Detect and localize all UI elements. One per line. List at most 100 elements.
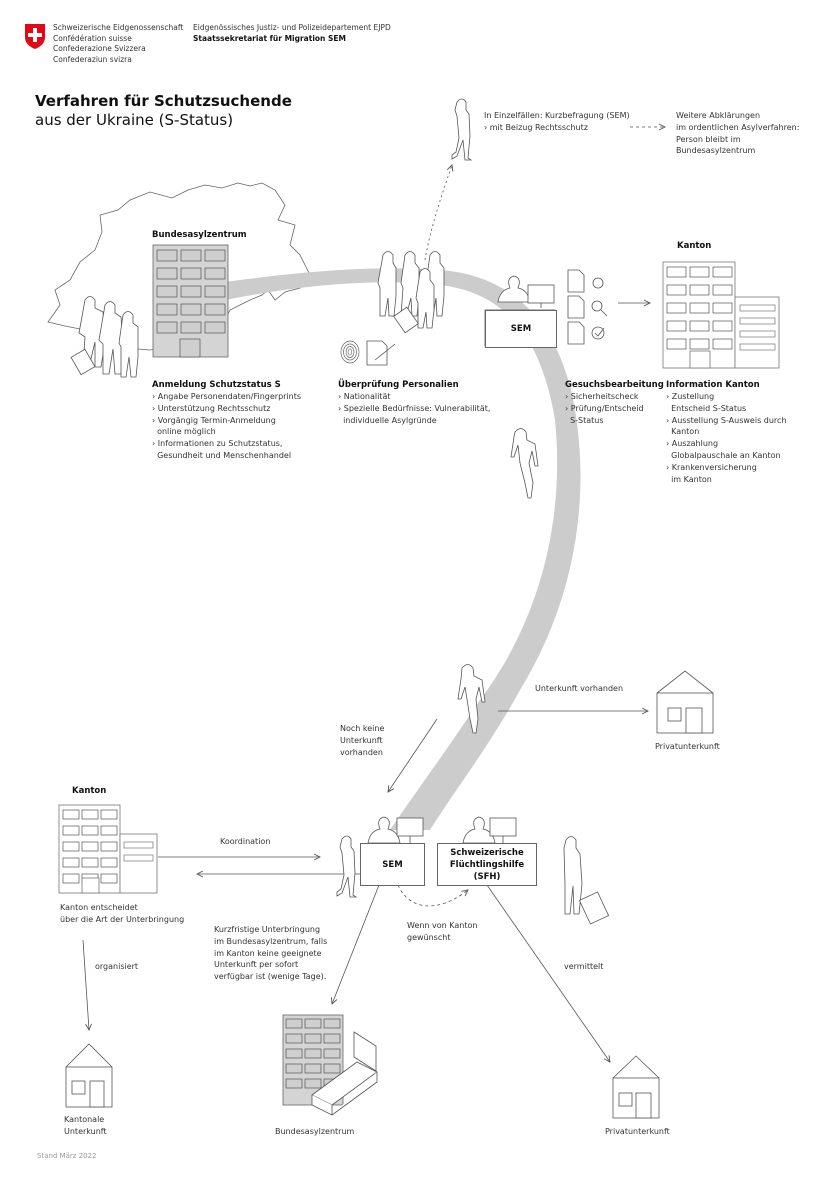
walking-person-icon — [451, 98, 473, 161]
organised-label: organisiert — [95, 962, 139, 971]
stage-item: Entscheid S-Status — [666, 403, 747, 413]
window — [323, 1018, 341, 1029]
accommodation-available-label: Unterkunft vorhanden — [535, 684, 624, 693]
stage-item: S-Status — [565, 415, 604, 425]
document-check-icon — [567, 321, 605, 345]
window — [285, 1048, 303, 1059]
stage-heading: Gesuchsbearbeitung — [565, 380, 664, 390]
document-edit-icon — [366, 340, 396, 366]
label-line: Unterkunft per sofort — [214, 960, 299, 970]
note-line: In Einzelfällen: Kurzbefragung (SEM) — [484, 111, 630, 120]
federal-centre-label: Bundesasylzentrum — [152, 230, 247, 240]
confederation-line: Confédération suisse — [53, 33, 132, 43]
note-line: › mit Beizug Rechtsschutz — [484, 122, 588, 132]
window — [180, 321, 202, 334]
window — [285, 1063, 303, 1074]
label-line: Wenn von Kanton — [407, 921, 478, 930]
sem-desk-label-top: SEM — [485, 310, 557, 348]
stage-item: › Prüfung/Entscheid — [565, 403, 644, 413]
window — [689, 320, 710, 332]
window — [689, 338, 710, 350]
window-stripe — [739, 330, 776, 338]
stage-item: Globalpauschale an Kanton — [666, 450, 781, 460]
window — [100, 841, 118, 852]
window — [712, 284, 733, 296]
window — [180, 249, 202, 262]
window — [180, 267, 202, 280]
dotted-arrow-to-interview — [424, 164, 454, 261]
window — [689, 302, 710, 314]
label-line: Noch keine — [340, 724, 385, 733]
procedure-path — [225, 268, 581, 831]
window — [712, 320, 733, 332]
department-name: Eidgenössisches Justiz- und Polizeidepar… — [193, 23, 391, 32]
window — [689, 284, 710, 296]
further-clarification-note: Weitere Abklärungen im ordentlichen Asyl… — [676, 110, 799, 157]
window — [81, 809, 99, 820]
swiss-coat-of-arms-icon — [25, 24, 45, 49]
window — [712, 266, 733, 278]
stage-item: › Nationalität — [338, 392, 391, 401]
sfh-desk-label: Schweizerische Flüchtlingshilfe (SFH) — [437, 843, 537, 886]
note-line: Weitere Abklärungen — [676, 111, 761, 120]
walking-person-icon — [510, 428, 539, 499]
window — [204, 249, 226, 262]
page-title-line1: Verfahren für Schutzsuchende — [35, 92, 292, 110]
label-line: Flüchtlingshilfe (SFH) — [449, 859, 525, 882]
document-refresh-icon — [567, 269, 604, 293]
stage-item: Kanton — [666, 427, 700, 437]
stage-item: Gesundheit und Menschenhandel — [152, 450, 292, 460]
if-requested-label: Wenn von Kanton gewünscht — [407, 920, 477, 944]
kanton-label-top: Kanton — [677, 241, 712, 251]
stage-item: › Unterstützung Rechtsschutz — [152, 403, 271, 413]
arrow-no-accommodation — [387, 718, 438, 793]
federal-centre-label-bottom: Bundesasylzentrum — [275, 1127, 355, 1136]
label-line: Kurzfristige Unterbringung — [214, 925, 321, 934]
arrow-short-term — [330, 884, 380, 1005]
window — [156, 321, 178, 334]
label-line: Kantonale — [64, 1115, 105, 1124]
short-term-accommodation-note: Kurzfristige Unterbringung im Bundesasyl… — [214, 924, 327, 983]
stage-item: im Kanton — [666, 474, 712, 484]
label-line: über die Art der Unterbringung — [60, 914, 185, 924]
walking-person-icon — [336, 835, 358, 898]
stage-item: › Krankenversicherung — [666, 462, 757, 472]
window — [100, 809, 118, 820]
window — [304, 1078, 322, 1089]
kanton-decides-caption: Kanton entscheidet über die Art der Unte… — [60, 902, 184, 926]
stage-registration: Anmeldung Schutzstatus S › Angabe Person… — [152, 379, 301, 462]
window — [712, 302, 733, 314]
window — [62, 841, 80, 852]
window — [666, 320, 687, 332]
window — [204, 303, 226, 316]
label-line: vorhanden — [340, 747, 383, 757]
window — [100, 873, 118, 884]
stage-item: › Vorgängig Termin-Anmeldung — [152, 415, 276, 425]
label-line: im Bundesasylzentrum, falls — [214, 936, 328, 946]
fingerprint-icon — [340, 340, 360, 364]
sem-desk-bottom — [367, 816, 424, 844]
page-title-line2: aus der Ukraine (S-Status) — [35, 111, 234, 129]
window — [100, 857, 118, 868]
confederation-line: Confederazione Svizzera — [53, 44, 146, 53]
window — [156, 267, 178, 280]
stage-heading: Überprüfung Personalien — [338, 380, 459, 390]
stage-item: › Auszahlung — [666, 439, 719, 449]
window — [712, 338, 733, 350]
sem-desk-label-bottom: SEM — [360, 843, 425, 886]
stage-item: › Zustellung — [666, 392, 715, 401]
window — [156, 303, 178, 316]
window — [81, 825, 99, 836]
private-accommodation-label: Privatunterkunft — [655, 742, 720, 751]
window — [100, 825, 118, 836]
window — [204, 285, 226, 298]
stage-heading: Anmeldung Schutzstatus S — [152, 380, 281, 390]
window — [285, 1018, 303, 1029]
kanton-label-bottom: Kanton — [72, 786, 107, 796]
stage-application-processing: Gesuchsbearbeitung › Sicherheitscheck › … — [565, 379, 664, 426]
window — [323, 1033, 341, 1044]
window — [180, 285, 202, 298]
window-stripe — [123, 854, 154, 862]
department-block: Eidgenössisches Justiz- und Polizeidepar… — [193, 23, 391, 44]
stage-item: › Ausstellung S-Ausweis durch — [666, 415, 787, 425]
